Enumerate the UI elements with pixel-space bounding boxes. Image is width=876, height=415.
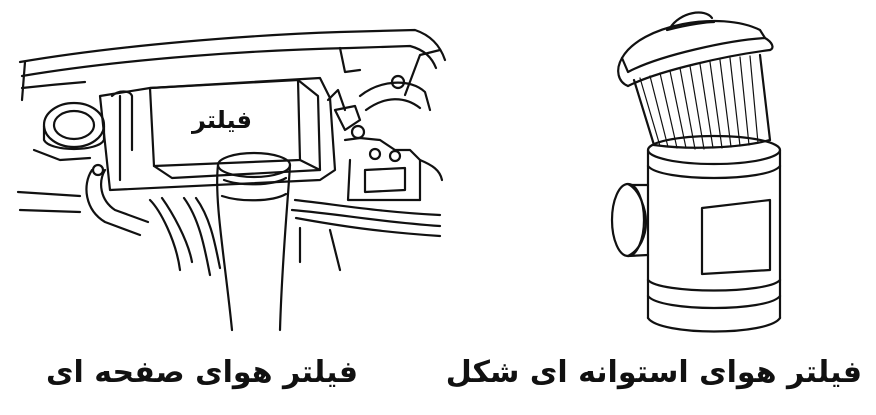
engine-bay-illustration (16, 28, 447, 332)
cylindrical-filter-caption: فیلتر هوای استوانه ای شکل (445, 355, 862, 390)
panel-filter-label: فیلتر (191, 106, 252, 134)
filter-housing (610, 134, 782, 333)
pleated-filter-element (632, 53, 772, 150)
intake-duct (216, 151, 292, 332)
cylindrical-filter-illustration (610, 11, 782, 333)
filter-lid (617, 11, 774, 88)
panel-filter-caption: فیلتر هوای صفحه ای (46, 355, 358, 390)
